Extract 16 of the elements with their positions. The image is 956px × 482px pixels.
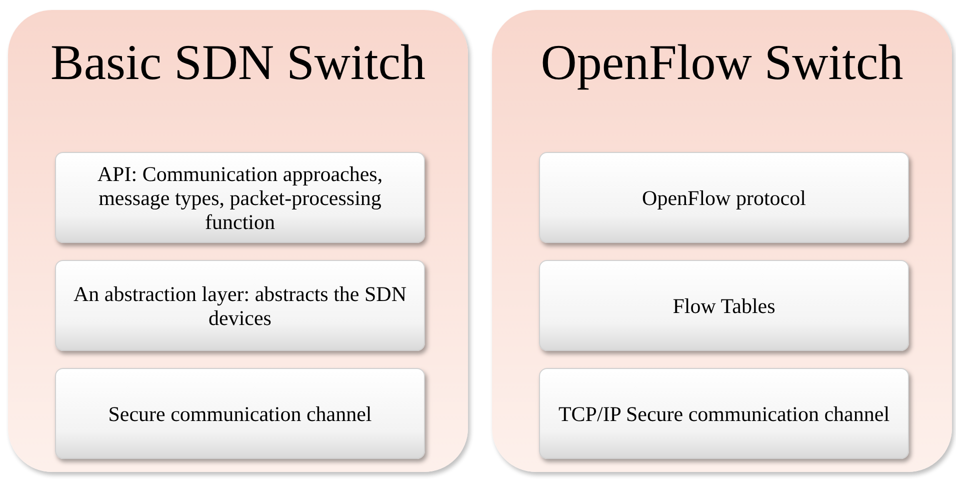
layer-box [55,368,425,459]
layer-box [539,368,909,459]
layer-box [55,152,425,243]
panel [8,10,468,472]
layer-text: TCP/IP Secure communication channel [558,402,890,426]
panel [492,10,952,472]
layer-text: API: Communication approaches, message types, packet-processing function [96,162,384,234]
panel-title: Basic SDN Switch [50,33,426,92]
panel-title: OpenFlow Switch [540,33,904,92]
layer-text: Secure communication channel [108,402,372,426]
layer-text: An abstraction layer: abstracts the SDN devices [72,282,408,330]
layer-box [55,260,425,351]
layer-box [539,260,909,351]
layer-box [539,152,909,243]
layer-text: OpenFlow protocol [642,186,806,210]
layer-text: Flow Tables [672,294,776,318]
